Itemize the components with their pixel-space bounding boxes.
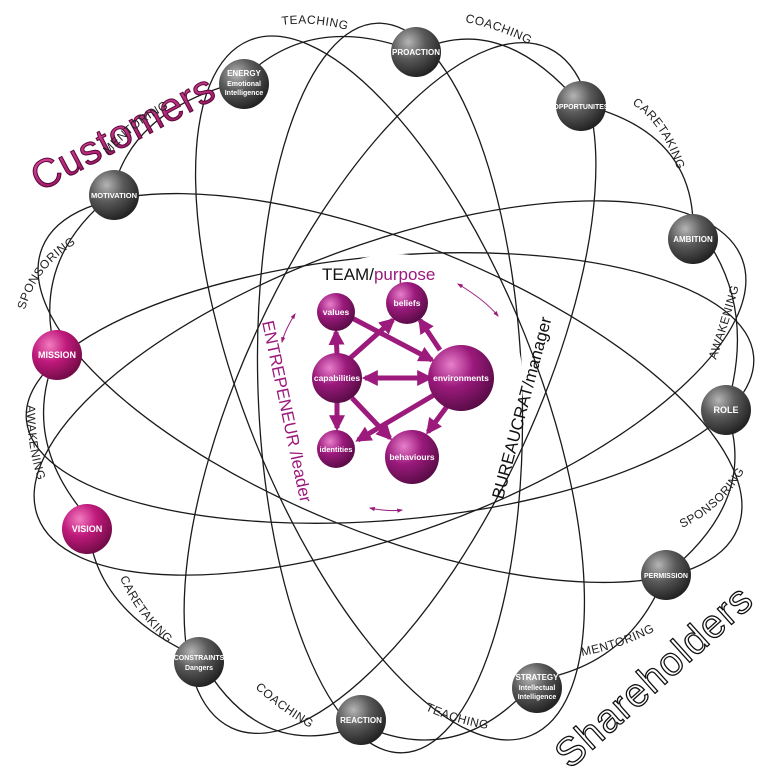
sphere-values: values bbox=[317, 293, 355, 331]
ring-label: SPONSORING bbox=[677, 465, 747, 531]
shareholders-title: Shareholders bbox=[546, 576, 762, 777]
node-subtitle: Dangers bbox=[185, 665, 213, 672]
outer-nodes: ENERGY Emotional Intelligence PROACTION … bbox=[32, 27, 751, 745]
arrow-environments-behaviours bbox=[425, 403, 451, 435]
node-sphere bbox=[701, 385, 751, 435]
node-title: OPPORTUNITES bbox=[553, 104, 609, 111]
node-sphere bbox=[89, 170, 139, 220]
ring-label: SPONSORING bbox=[14, 234, 78, 311]
node-title: AMBITION bbox=[673, 235, 713, 244]
node-subtitle: Intelligence bbox=[225, 90, 264, 97]
inner-sphere-label: behaviours bbox=[389, 452, 435, 462]
node-subtitle: Intellectual bbox=[519, 685, 556, 692]
ring-label: COACHING bbox=[253, 680, 316, 731]
sphere-capabilities: capabilities bbox=[312, 353, 362, 403]
inner-sphere bbox=[386, 282, 428, 324]
inner-arrows bbox=[328, 315, 451, 443]
node-sphere bbox=[556, 81, 606, 131]
sphere-environments: environments bbox=[428, 345, 494, 411]
arrow-capabilities-behaviours bbox=[350, 396, 393, 441]
node-sphere bbox=[641, 550, 691, 600]
node-sphere bbox=[668, 214, 718, 264]
arrow-environments-identities bbox=[355, 392, 436, 443]
inner-sphere bbox=[428, 345, 494, 411]
node-title: ENERGY bbox=[227, 69, 261, 78]
sphere-beliefs: beliefs bbox=[386, 282, 428, 324]
ring-label: CARETAKING bbox=[630, 95, 688, 171]
node-permission: PERMISSION bbox=[641, 550, 691, 600]
inner-sphere bbox=[317, 430, 355, 468]
inner-sphere-label: capabilities bbox=[314, 373, 361, 383]
inner-sphere-label: identities bbox=[320, 445, 353, 454]
ring-label: MENTORING bbox=[580, 621, 657, 659]
sphere-behaviours: behaviours bbox=[385, 430, 439, 484]
inner-sphere-label: environments bbox=[433, 373, 489, 383]
arrow-capabilities-beliefs bbox=[346, 317, 396, 362]
inner-sphere bbox=[385, 430, 439, 484]
node-opportunites: OPPORTUNITES bbox=[553, 81, 609, 131]
arrow-values-environments bbox=[350, 315, 435, 363]
node-sphere bbox=[391, 27, 441, 77]
node-title: PROACTION bbox=[392, 48, 440, 57]
node-sphere bbox=[219, 59, 269, 109]
double-arrow bbox=[368, 506, 404, 513]
ring-label: TEACHING bbox=[281, 13, 350, 33]
orbit-ellipse bbox=[183, 42, 597, 734]
node-title: REACTION bbox=[340, 716, 382, 725]
node-title: PERMISSION bbox=[644, 573, 688, 580]
node-title: VISION bbox=[72, 524, 103, 534]
node-energy: ENERGY Emotional Intelligence bbox=[219, 59, 269, 109]
ring-label: COACHING bbox=[464, 11, 534, 47]
sphere-identities: identities bbox=[317, 430, 355, 468]
node-mission: MISSION bbox=[32, 330, 82, 380]
arrow-capabilities-values bbox=[328, 328, 345, 356]
orbit-ellipse bbox=[33, 200, 747, 576]
inner-sphere-label: beliefs bbox=[394, 298, 421, 308]
node-sphere bbox=[336, 695, 386, 745]
node-strategy: STRATEGY Intellectual Intelligence bbox=[512, 663, 562, 713]
shareholders-text: Shareholders bbox=[547, 577, 762, 777]
inner-sphere-label: values bbox=[323, 307, 350, 317]
node-motivation: MOTIVATION bbox=[89, 170, 139, 220]
node-reaction: REACTION bbox=[336, 695, 386, 745]
node-title: CONSTRAINTS bbox=[174, 655, 225, 662]
node-sphere bbox=[32, 330, 82, 380]
team-label: TEAM/purpose bbox=[322, 265, 435, 284]
node-ambition: AMBITION bbox=[668, 214, 718, 264]
node-sphere bbox=[174, 637, 224, 687]
ring-label: TEACHING bbox=[424, 700, 490, 732]
arrow-environments-beliefs bbox=[417, 317, 443, 352]
node-sphere bbox=[512, 663, 562, 713]
node-role: ROLE bbox=[701, 385, 751, 435]
node-subtitle: Intelligence bbox=[518, 694, 557, 701]
node-sphere bbox=[62, 504, 112, 554]
node-title: STRATEGY bbox=[516, 673, 560, 682]
orbit-ellipse bbox=[194, 35, 586, 741]
node-title: ROLE bbox=[713, 405, 738, 415]
node-title: MISSION bbox=[38, 350, 76, 360]
node-vision: VISION bbox=[62, 504, 112, 554]
orbit-ellipse bbox=[37, 192, 743, 584]
node-constraints: CONSTRAINTS Dangers bbox=[174, 637, 225, 687]
inner-sphere bbox=[317, 293, 355, 331]
node-proaction: PROACTION bbox=[391, 27, 441, 77]
node-subtitle: Emotional bbox=[227, 81, 261, 88]
inner-sphere bbox=[312, 353, 362, 403]
double-arrow bbox=[456, 283, 499, 317]
node-title: MOTIVATION bbox=[91, 191, 137, 200]
double-arrow bbox=[281, 312, 296, 344]
ring-label: AWAKENING bbox=[24, 405, 49, 482]
